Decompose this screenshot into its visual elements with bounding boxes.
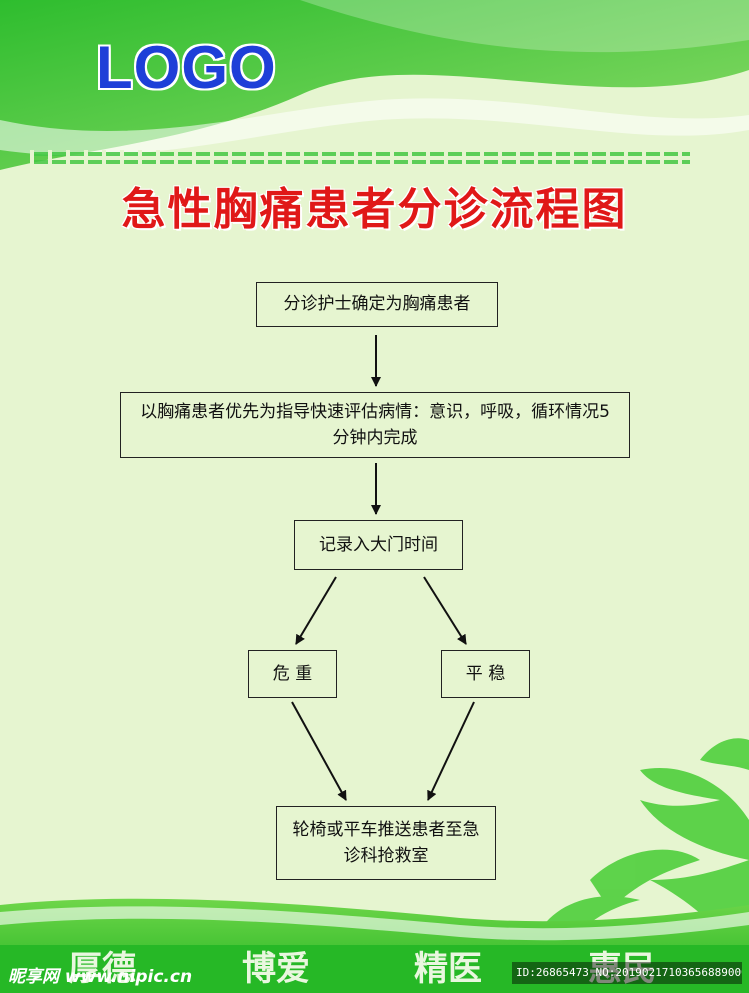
node-stable: 平 稳	[441, 650, 530, 698]
node-transfer-to-resus-room: 轮椅或平车推送患者至急诊科抢救室	[276, 806, 496, 880]
edge-n3-n4	[295, 576, 337, 645]
logo: LOGO	[96, 34, 277, 101]
slogan-4: 惠民	[588, 949, 656, 989]
node-label: 记录入大门时间	[319, 534, 438, 555]
edge-n4-n6	[291, 701, 347, 801]
node-rapid-assessment: 以胸痛患者优先为指导快速评估病情：意识，呼吸，循环情况5分钟内完成	[120, 392, 630, 458]
watermark-site: 昵享网 www.nipic.cn	[8, 967, 193, 987]
watermark-id: ID:26865473 NO:20190217103656889000	[512, 962, 742, 984]
node-critical: 危 重	[248, 650, 337, 698]
slogan-1: 厚德	[68, 949, 136, 989]
edge-n3-n5	[423, 576, 467, 645]
slogan-3: 精医	[414, 949, 482, 989]
node-record-arrival-time: 记录入大门时间	[294, 520, 463, 570]
slogan-2: 博爱	[242, 949, 310, 989]
node-label: 以胸痛患者优先为指导快速评估病情：意识，呼吸，循环情况5分钟内完成	[140, 401, 610, 448]
page-title: 急性胸痛患者分诊流程图	[121, 184, 628, 235]
edge-n5-n6	[427, 701, 475, 801]
node-label: 平 稳	[465, 663, 506, 684]
node-label: 轮椅或平车推送患者至急诊科抢救室	[292, 819, 480, 866]
node-triage-nurse: 分诊护士确定为胸痛患者	[256, 282, 498, 327]
node-label: 危 重	[272, 663, 313, 684]
node-label: 分诊护士确定为胸痛患者	[283, 294, 471, 315]
